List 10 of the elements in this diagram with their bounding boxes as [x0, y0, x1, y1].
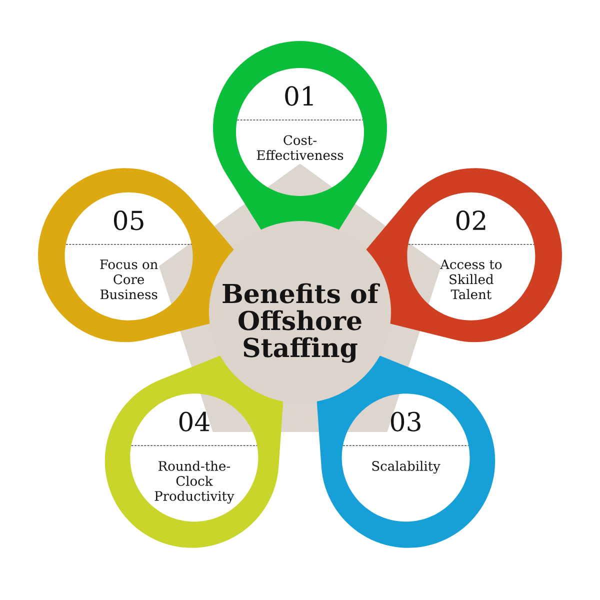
- step-number: 03: [390, 412, 420, 432]
- step-number: 05: [114, 210, 144, 230]
- benefit-label: Round-the-Clock Productivity: [154, 460, 234, 504]
- benefit-label: Scalability: [372, 460, 440, 474]
- benefit-label: Focus on Core Business: [100, 260, 158, 300]
- step-number: 01: [285, 86, 313, 106]
- benefit-label: Cost-Effectiveness: [256, 135, 344, 160]
- step-number: 02: [456, 210, 486, 230]
- step-number: 04: [179, 412, 210, 432]
- benefit-label: Access to Skilled Talent: [440, 260, 502, 300]
